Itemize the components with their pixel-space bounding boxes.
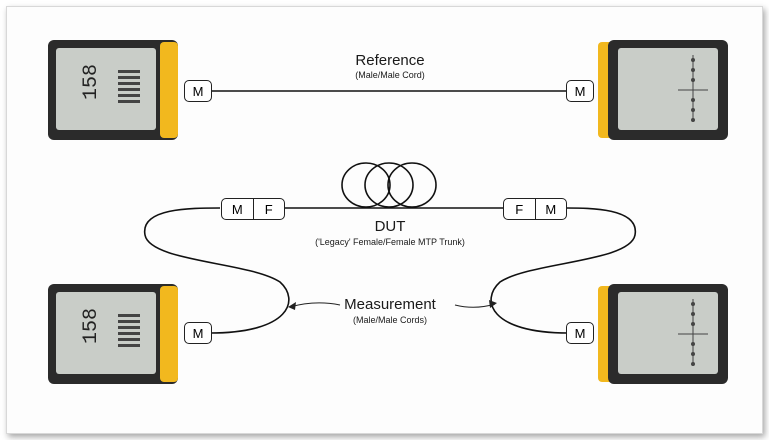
measurement-title: Measurement bbox=[344, 296, 436, 313]
connector-dut-left: M F bbox=[221, 198, 285, 220]
dut-fiber-coil bbox=[341, 162, 437, 208]
connector-meas-right: M bbox=[566, 322, 594, 344]
connector-dut-right: F M bbox=[503, 198, 567, 220]
connector-ref-left: M bbox=[184, 80, 212, 102]
measurement-cord-right bbox=[490, 207, 636, 334]
measurement-subtitle: (Male/Male Cords) bbox=[352, 315, 428, 325]
light-source-top-right bbox=[598, 40, 728, 140]
connector-label: M bbox=[534, 199, 567, 219]
reference-subtitle: (Male/Male Cord) bbox=[355, 70, 425, 80]
dut-title: DUT bbox=[374, 218, 406, 235]
svg-text:158: 158 bbox=[80, 64, 103, 100]
measurement-cord-left bbox=[144, 207, 290, 334]
arrow-right-head bbox=[489, 300, 497, 308]
power-meter-bottom-left: 158 bbox=[48, 284, 178, 384]
connector-meas-left: M bbox=[184, 322, 212, 344]
reference-title: Reference bbox=[355, 52, 425, 69]
arrow-right bbox=[454, 303, 496, 308]
connector-label: M bbox=[574, 83, 586, 99]
arrow-left-head bbox=[288, 302, 296, 310]
connector-ref-right: M bbox=[566, 80, 594, 102]
connector-label: M bbox=[231, 201, 243, 217]
connector-label: M bbox=[192, 325, 204, 341]
connector-label: M bbox=[192, 83, 204, 99]
connector-label: F bbox=[515, 201, 524, 217]
dut-subtitle: ('Legacy' Female/Female MTP Trunk) bbox=[315, 237, 465, 247]
connector-label: M bbox=[574, 325, 586, 341]
power-meter-top-left: 158 bbox=[48, 40, 178, 140]
connector-label: F bbox=[252, 199, 285, 219]
svg-text:158: 158 bbox=[80, 308, 103, 344]
light-source-bottom-right bbox=[598, 284, 728, 384]
